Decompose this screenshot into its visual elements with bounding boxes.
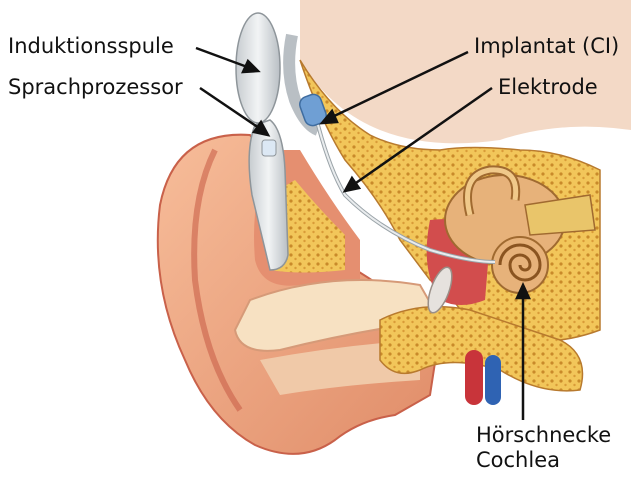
label-cochlea: Cochlea bbox=[476, 448, 611, 473]
label-hoerschnecke: Hörschnecke bbox=[476, 423, 611, 448]
vessel-red bbox=[465, 350, 483, 405]
label-cochlea-group: Hörschnecke Cochlea bbox=[476, 423, 611, 473]
induction-coil bbox=[236, 13, 280, 123]
label-induktionsspule: Induktionsspule bbox=[8, 34, 174, 58]
label-elektrode: Elektrode bbox=[498, 75, 598, 99]
vessel-blue bbox=[485, 355, 501, 405]
label-implantat: Implantat (CI) bbox=[474, 34, 619, 58]
label-sprachprozessor: Sprachprozessor bbox=[8, 75, 183, 99]
